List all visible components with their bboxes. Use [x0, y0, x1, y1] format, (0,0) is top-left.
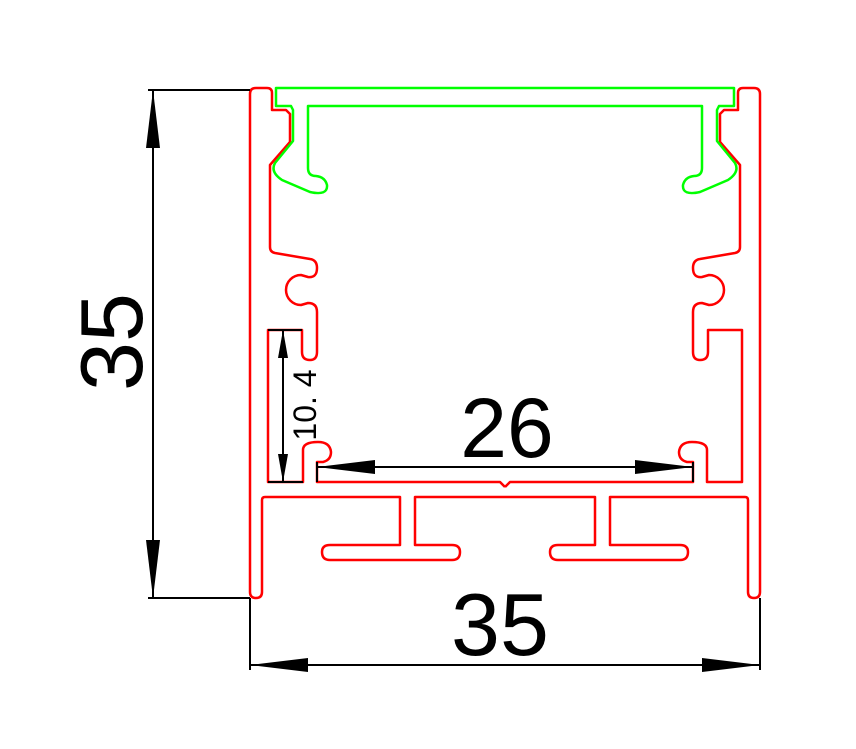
- arrow-left-icon: [317, 460, 375, 474]
- arrow-right-icon: [702, 658, 760, 672]
- aluminum-profile: [248, 86, 762, 600]
- height-dimension: 35: [62, 89, 250, 599]
- slot-height-label: 10. 4: [287, 369, 323, 440]
- arrow-up-icon: [146, 90, 160, 148]
- inner-width-label: 26: [460, 381, 553, 475]
- arrow-down-icon: [146, 540, 160, 598]
- width-dimension: 35: [249, 575, 761, 674]
- arrow-right-icon: [635, 460, 693, 474]
- width-label: 35: [451, 575, 549, 674]
- inner-width-dimension: 26: [316, 381, 694, 482]
- slot-height-dimension: 10. 4: [268, 329, 323, 483]
- arrow-down-icon: [278, 454, 288, 482]
- arrow-up-icon: [278, 330, 288, 358]
- height-label: 35: [62, 293, 161, 391]
- arrow-left-icon: [250, 658, 308, 672]
